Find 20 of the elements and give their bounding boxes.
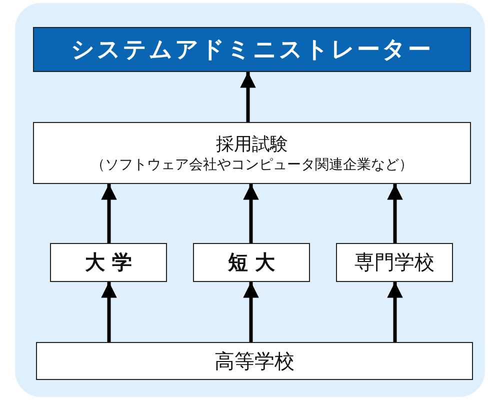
process-box: [36, 342, 473, 380]
node-label: システムアドミニストレーター: [71, 36, 433, 65]
arrow: [101, 184, 117, 243]
process-box: [193, 243, 310, 282]
arrow: [387, 184, 403, 243]
process-box: [50, 243, 167, 282]
node-label: 短 大: [228, 249, 275, 276]
title-box: [33, 27, 471, 72]
arrow: [240, 72, 256, 122]
arrow: [101, 282, 117, 342]
node-label: 専門学校: [354, 249, 434, 276]
node-subtitle: （ソフトウェア会社やコンピュータ関連企業など）: [91, 156, 413, 174]
node-label: 採用試験: [216, 133, 288, 156]
arrow: [387, 282, 403, 342]
process-box: [33, 122, 471, 184]
node-label: 大 学: [85, 249, 132, 276]
process-box: [336, 243, 453, 282]
node-label: 高等学校: [214, 348, 294, 374]
arrow: [243, 282, 259, 342]
arrow: [243, 184, 259, 243]
